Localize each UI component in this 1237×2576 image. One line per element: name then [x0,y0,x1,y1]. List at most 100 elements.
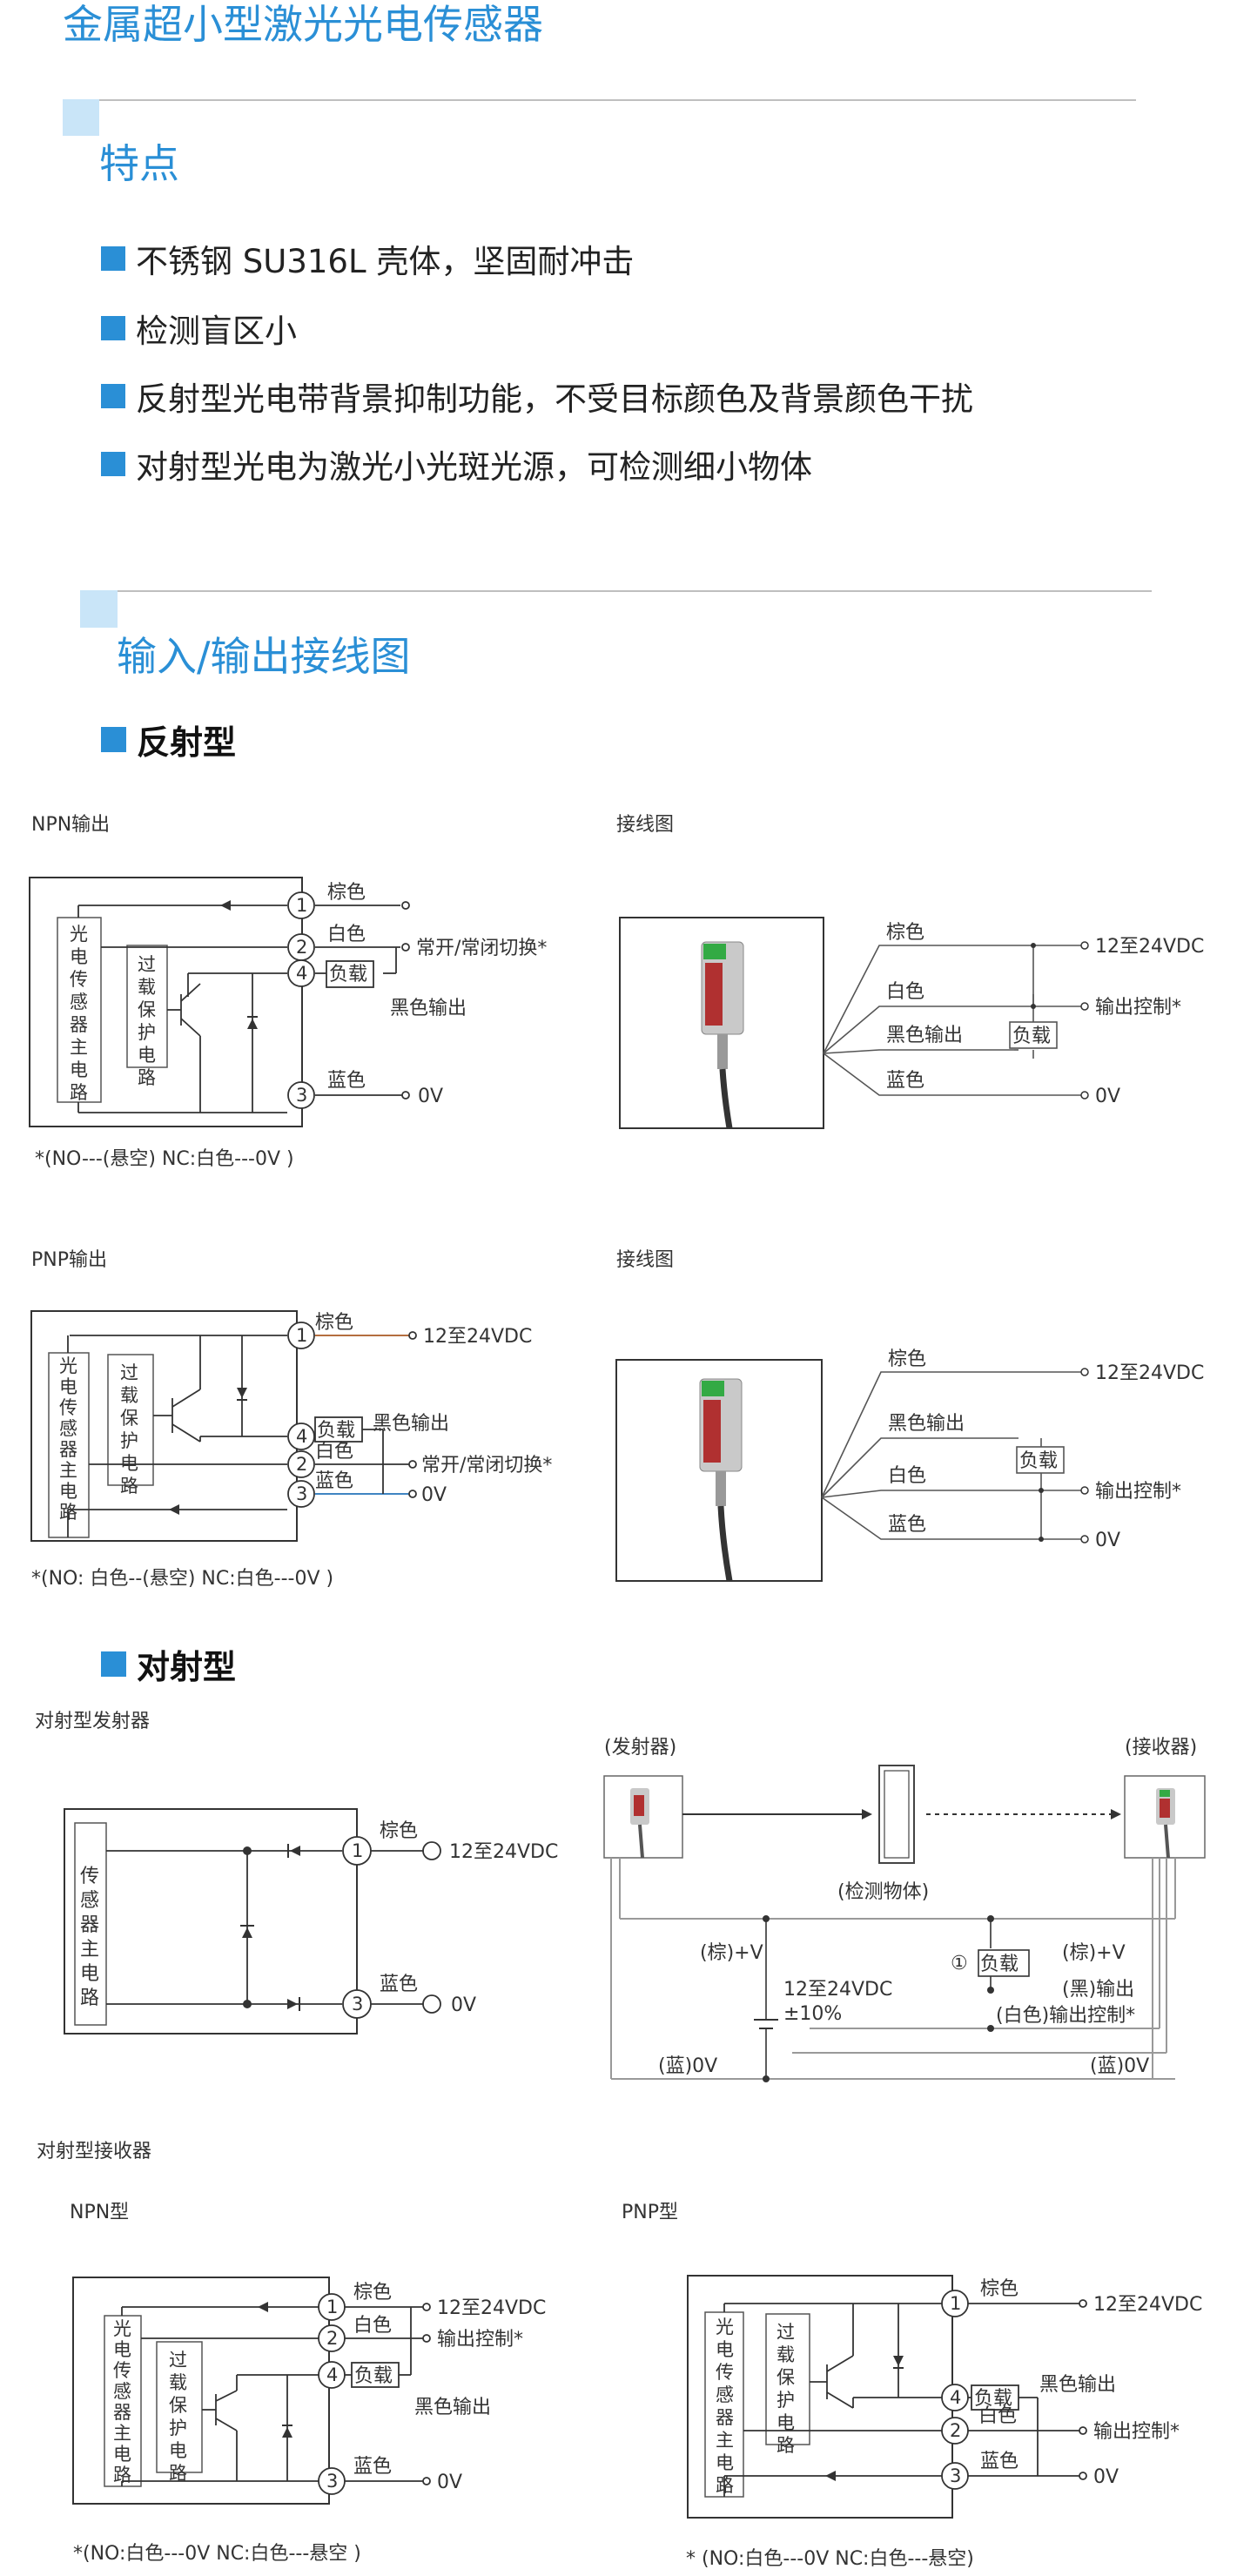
wire-label: 0V [451,1994,476,2016]
diode-icon [169,1504,179,1515]
wire-label: 黑色输出 [888,1413,965,1435]
main-circuit-box [74,1822,107,2026]
emitter-diagram: 对射型发射器 传感器主电路 1 3 棕色 蓝色 12至24VDC 0V [35,1711,558,2035]
pin-number: 1 [296,1325,307,1346]
main-circuit-label: 光电传感器主电路 [59,1355,77,1523]
wire-label: 0V [421,1484,447,1506]
pin-number: 1 [950,2293,961,2314]
diagram-note: *(NO: 白色--(悬空) NC:白色---0V ) [31,1568,333,1590]
sensor-body [64,1808,358,2035]
wire-label: 0V [437,2472,462,2493]
wire-label: 棕色 [353,2282,392,2304]
wire-label: 棕色 [327,882,366,904]
svg-text:对射型接收器: 对射型接收器 [37,2141,151,2162]
bullet-icon [101,727,126,752]
protect-circuit-label: 过载保护电路 [776,2322,795,2456]
zener-icon [282,2427,292,2438]
pin-number: 1 [352,1840,363,1861]
load-label: 负载 [974,2388,1012,2410]
pnp-reflective-diagram: PNP输出 光电传感器主电路 过载保护电路 1 4 2 3 棕色 [30,1249,552,1590]
wire-label: 棕色 [980,2278,1019,2300]
wire-label: 白色 [315,1441,353,1463]
wire-label: 白色 [327,924,366,945]
wire-label: 棕色 [380,1820,418,1842]
feature-item: 不锈钢 SU316L 壳体，坚固耐冲击 [101,235,634,282]
protect-circuit-label: 过载保护电路 [138,954,156,1088]
wire-label: 棕色 [315,1312,353,1334]
feature-text: 不锈钢 SU316L 壳体，坚固耐冲击 [136,243,635,280]
protect-circuit-label: 过载保护电路 [169,2350,187,2484]
reflective-title: 反射型 [101,716,236,763]
protect-circuit-box [156,2341,203,2473]
feature-item: 检测盲区小 [101,305,297,352]
sensor-body [72,2277,330,2505]
bullet-icon [101,316,125,340]
wire-label: 输出控制* [1095,1481,1181,1503]
features-title: 特点 [99,140,179,187]
diode-icon [258,2302,268,2312]
tolerance-label: ±10% [783,2003,842,2025]
voltage-label: 12至24VDC [423,1326,532,1348]
receiver-photo [1156,1788,1175,1859]
wire-label: 黑色输出 [414,2397,491,2418]
wire-label: 蓝色 [886,1070,924,1092]
voltage-label: 12至24VDC [437,2297,546,2319]
diagram-note: *(NO---(悬空) NC:白色---0V ) [35,1148,294,1170]
wire-label: 白色 [888,1465,926,1487]
divider [83,590,1152,592]
protect-circuit-box [765,2313,810,2445]
zener-icon [247,1019,258,1029]
wire-label: (蓝)0V [1090,2055,1149,2077]
pin-number: 2 [326,2328,338,2349]
bullet-icon [101,246,125,271]
zener-icon [237,1388,247,1398]
pin-number: 3 [950,2465,961,2486]
receiver-title: 对射型接收器 [37,2141,151,2162]
wire-label: 黑色输出 [373,1413,449,1435]
receiver-label: (接收器) [1125,1737,1197,1759]
wire-label: 黑色输出 [390,998,467,1019]
wire-label: 白色 [886,981,924,1003]
load-label: 负载 [354,2365,393,2387]
pin-number: 2 [296,937,307,958]
diagram-title: NPN输出 [31,814,110,836]
feature-text: 检测盲区小 [136,313,297,350]
wire-label: (黑)输出 [1062,1979,1134,2001]
wire-label: 0V [418,1086,443,1107]
pin-number: 3 [296,1483,307,1504]
sensor-body [29,877,303,1127]
voltage-label: 12至24VDC [783,1979,892,2001]
npn-wiring-diagram: 接线图 棕色 白色 黑色输出 蓝色 负载 12至24VDC 输出控制* 0V [616,814,1204,1129]
diagram-title: 接线图 [616,1249,674,1271]
feature-text: 反射型光电带背景抑制功能，不受目标颜色及背景颜色干扰 [136,380,973,418]
diode-icon [287,1999,298,2009]
emitter-photo [630,1788,649,1859]
section-accent [63,99,99,136]
wire-label: 0V [1095,1086,1120,1107]
pin-number: 2 [296,1454,307,1475]
thru-beam-system-diagram: (发射器) (接收器) (检测物体) (棕)+V (棕)+V 12至24VDC … [603,1737,1206,2082]
main-circuit-label: 光电传感器主电路 [70,924,88,1103]
wire-label: 棕色 [888,1349,926,1370]
wire-label: (白色)输出控制* [996,2005,1135,2027]
wire-label: 蓝色 [353,2456,392,2478]
sensor-photo [699,1378,743,1582]
voltage-label: 12至24VDC [1095,936,1204,958]
wire-label: (棕)+V [700,1942,763,1964]
diagram-title: 对射型发射器 [35,1711,150,1732]
switch-label: 常开/常闭切换* [421,1455,552,1476]
receiver-pnp-diagram: PNP型 光电传感器主电路 过载保护电路 1 4 2 3 棕色 12至2 [622,2202,1202,2570]
wire-label: 输出控制* [437,2329,523,2351]
bullet-icon [101,384,125,408]
protect-circuit-box [107,1354,154,1486]
wire-label: 黑色输出 [886,1025,963,1046]
thru-beam-title: 对射型 [101,1640,236,1688]
receiver-npn-diagram: NPN型 光电传感器主电路 过载保护电路 1 2 4 3 棕色 白色 负载 黑色 [70,2202,546,2565]
wire-label: 白色 [353,2315,392,2337]
sensor-photo [701,941,744,1129]
wire-label: 蓝色 [888,1514,926,1536]
bullet-icon [101,452,125,476]
wire-label: 棕色 [886,922,924,944]
wire-label: 输出控制* [1095,997,1181,1019]
diode-icon [220,900,231,911]
